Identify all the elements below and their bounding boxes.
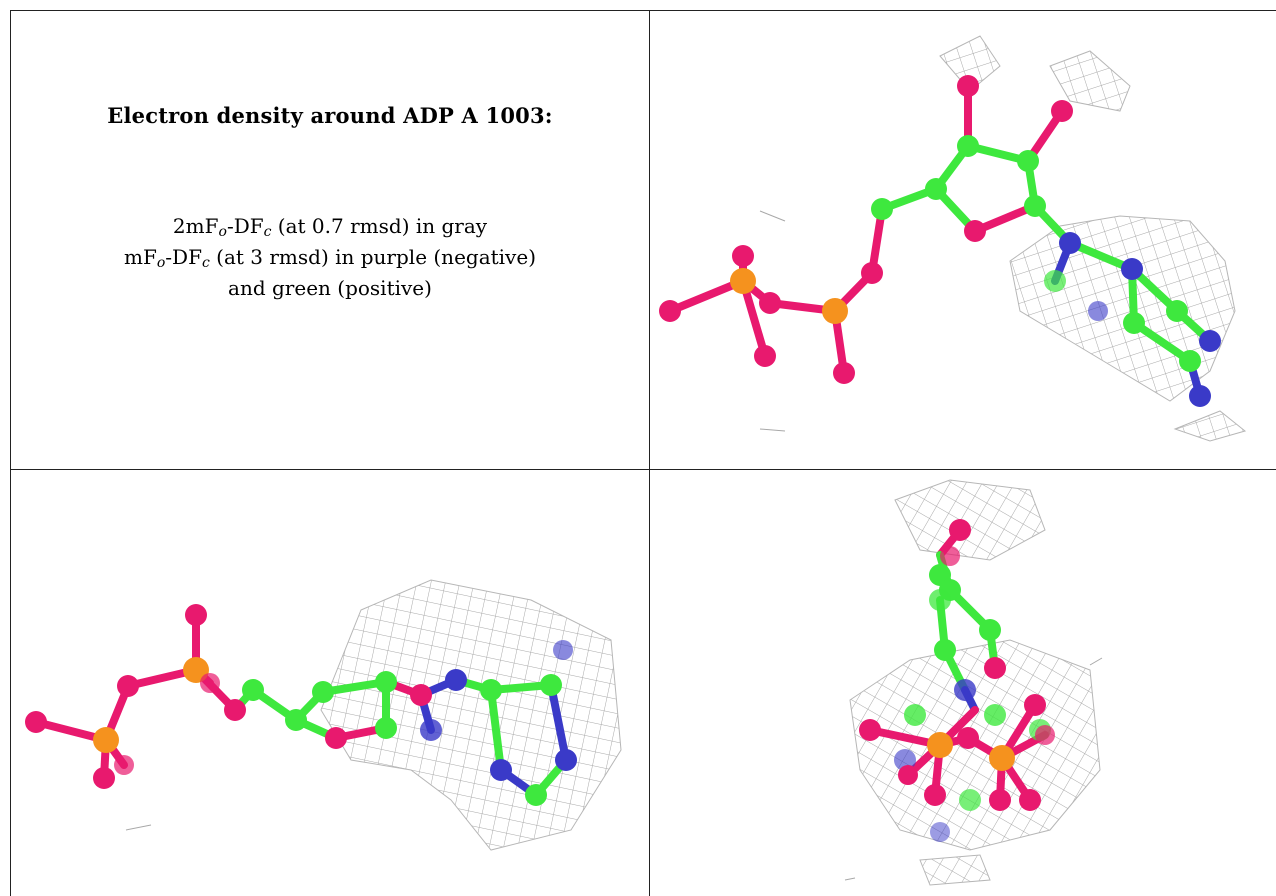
left-border — [10, 10, 11, 896]
caption-line-fo: mFo-DFc (at 3 rmsd) in purple (negative) — [124, 245, 536, 271]
atoms — [859, 519, 1055, 842]
density-mesh — [844, 479, 1103, 886]
caption-description: 2mFo-DFc (at 0.7 rmsd) in gray mFo-DFc (… — [11, 211, 649, 304]
density-mesh — [759, 35, 1247, 442]
structure-view-bottom-left — [11, 470, 649, 896]
molecule-render-3 — [844, 479, 1103, 886]
caption-cell: Electron density around ADP A 1003: 2mFo… — [11, 11, 649, 469]
caption-title: Electron density around ADP A 1003: — [107, 103, 553, 128]
middle-border — [10, 469, 1276, 470]
structure-view-top-right — [650, 11, 1276, 469]
caption-line-2fo: 2mFo-DFc (at 0.7 rmsd) in gray — [172, 214, 488, 240]
atoms — [25, 604, 577, 806]
caption-line-3: and green (positive) — [228, 276, 432, 300]
center-border — [649, 10, 650, 896]
atoms — [659, 75, 1221, 407]
molecule-render-1 — [659, 35, 1247, 442]
molecule-render-2 — [25, 579, 622, 851]
top-border — [10, 10, 1276, 11]
structure-view-bottom-right — [650, 470, 1276, 896]
